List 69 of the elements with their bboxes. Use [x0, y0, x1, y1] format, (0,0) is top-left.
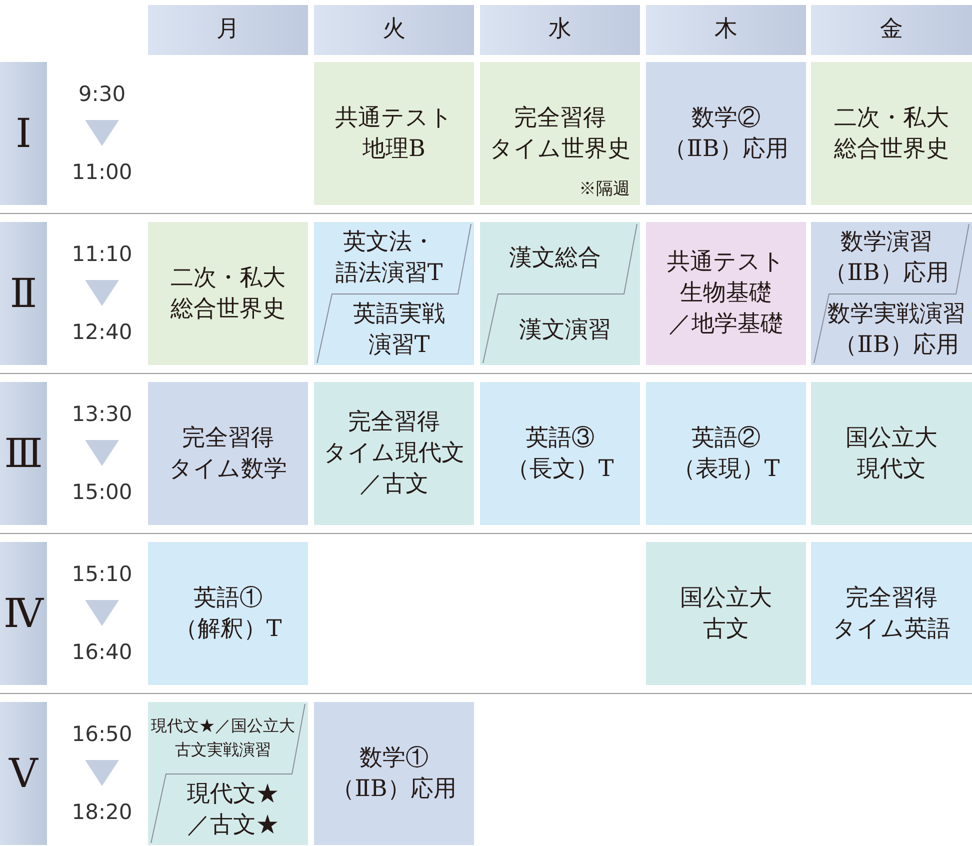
period-box [0, 62, 47, 205]
class-cell [148, 382, 308, 525]
class-cell [480, 382, 640, 525]
day-label: 金 [879, 15, 904, 44]
period-numeral: Ⅴ [8, 752, 40, 796]
course-title: 英語①（解釈）T [173, 584, 283, 644]
time-label: 15:10 [70, 562, 134, 586]
note-text: ※隔週 [579, 179, 630, 199]
day-header [811, 5, 972, 55]
course-title: 共通テスト地理B [334, 104, 454, 164]
class-cell [314, 702, 474, 845]
course-title: 漢文演習 [518, 316, 612, 344]
day-label: 水 [548, 15, 572, 44]
period-numeral: Ⅰ [14, 112, 32, 156]
course-title: 完全習得タイム英語 [832, 584, 952, 644]
course-title: 英語③（長文）T [505, 424, 615, 484]
course-title: 英語②（表現）T [671, 424, 781, 484]
course-title: 二次・私大総合世界史 [833, 104, 950, 164]
day-header [148, 5, 308, 55]
period-numeral: Ⅱ [8, 272, 38, 316]
course-title: 完全習得タイム世界史 [488, 104, 632, 164]
time-label: 18:20 [70, 800, 134, 824]
day-header [646, 5, 806, 55]
time-label: 16:50 [70, 722, 134, 746]
class-cell [646, 222, 806, 365]
course-title: 国公立大古文 [679, 584, 773, 644]
course-title: 数学実戦演習（ⅡB）応用 [826, 300, 966, 360]
course-title: 数学②（ⅡB）応用 [662, 104, 790, 164]
class-cell [811, 62, 972, 205]
day-label: 火 [382, 15, 406, 44]
course-title: 漢文総合 [508, 244, 602, 272]
class-cell [148, 222, 308, 365]
class-cell [314, 62, 474, 205]
class-cell [646, 382, 806, 525]
class-cell [811, 382, 972, 525]
time-label: 15:00 [70, 480, 134, 504]
class-cell [148, 542, 308, 685]
course-title: 現代文★／古文★ [186, 780, 280, 840]
period-numeral: Ⅳ [2, 592, 45, 636]
day-label: 月 [216, 15, 240, 44]
course-title: 完全習得タイム数学 [168, 424, 288, 484]
course-title: 現代文★／国公立大古文実戦演習 [150, 715, 296, 761]
course-title: 二次・私大総合世界史 [170, 264, 286, 324]
period-box [0, 222, 47, 365]
time-label: 11:10 [70, 242, 134, 266]
day-header [314, 5, 474, 55]
course-title: 数学演習（ⅡB）応用 [823, 228, 950, 288]
class-cell [314, 382, 474, 525]
course-title: 完全習得タイム現代文／古文 [322, 408, 466, 499]
time-label: 12:40 [70, 320, 134, 344]
period-box [0, 542, 47, 685]
class-cell [480, 62, 640, 205]
day-label: 木 [714, 15, 738, 44]
course-title: 英文法・語法演習T [334, 228, 444, 288]
period-numeral: Ⅲ [3, 432, 44, 476]
class-cell [811, 542, 972, 685]
day-header [480, 5, 640, 55]
class-cell [646, 542, 806, 685]
time-label: 11:00 [70, 160, 134, 184]
time-label: 13:30 [70, 402, 134, 426]
period-box [0, 702, 47, 845]
time-label: 9:30 [77, 82, 127, 106]
course-title: 国公立大現代文 [844, 424, 938, 484]
time-label: 16:40 [70, 640, 134, 664]
class-cell [646, 62, 806, 205]
course-title: 英語実戦演習T [352, 300, 446, 360]
course-title: 数学①（ⅡB）応用 [330, 744, 458, 804]
course-title: 共通テスト生物基礎／地学基礎 [666, 248, 786, 339]
period-box [0, 382, 47, 525]
